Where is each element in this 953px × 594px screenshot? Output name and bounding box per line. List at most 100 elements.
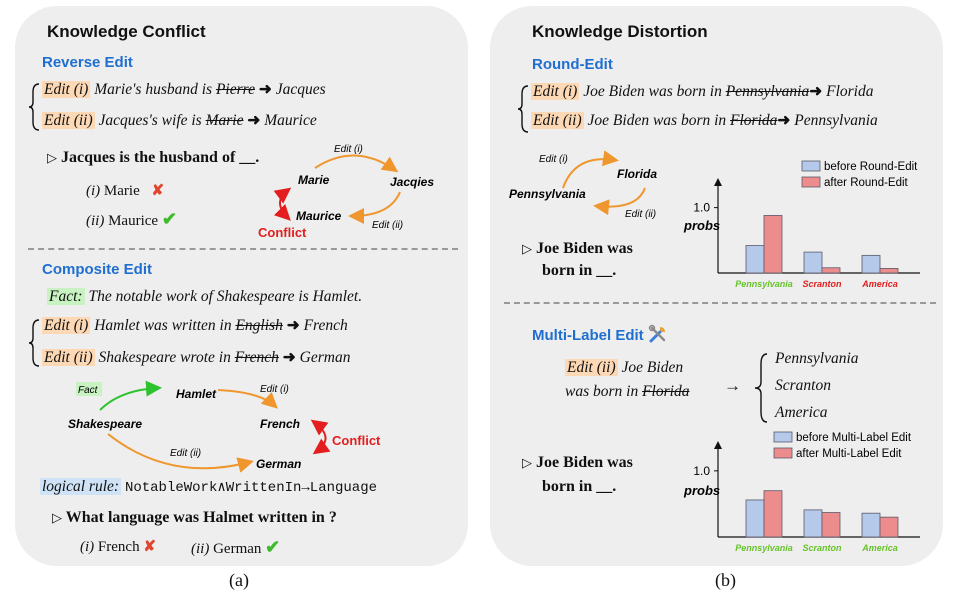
- legend-swatch: [773, 447, 793, 459]
- legend-swatch: [773, 431, 793, 443]
- conflict-label: Conflict: [332, 433, 381, 448]
- caption: (a): [229, 570, 249, 590]
- divider: [504, 302, 936, 304]
- category-label: America: [861, 543, 898, 553]
- old-value: Florida: [642, 383, 690, 400]
- cross-icon: ✘: [151, 183, 165, 199]
- category-label: Scranton: [802, 543, 842, 553]
- y-axis-arrowhead: [714, 178, 722, 186]
- section-heading: Multi-Label Edit: [532, 324, 668, 344]
- check-icon: ✔: [161, 209, 177, 229]
- old-value: English: [235, 317, 283, 334]
- bar: [821, 512, 841, 538]
- node-jacqies: Jacqies: [390, 175, 434, 189]
- category-label: Pennsylvania: [735, 543, 793, 553]
- cross-icon: ✘: [143, 539, 156, 555]
- question: ▷ Joe Biden was born in __.: [522, 454, 633, 495]
- bar: [861, 254, 881, 274]
- question: ▷ Joe Biden was born in __.: [522, 240, 633, 279]
- node-maurice: Maurice: [296, 209, 342, 223]
- bar: [879, 268, 899, 274]
- caption: (b): [715, 570, 736, 590]
- old-value: Florida: [730, 112, 778, 129]
- category-label: Pennsylvania: [735, 279, 793, 289]
- bar: [879, 516, 899, 538]
- edit-tag: Edit (i): [42, 81, 91, 98]
- answer-option: (ii) German ✔: [191, 537, 281, 557]
- node-pennsylvania: Pennsylvania: [509, 187, 586, 201]
- answer-option: (i) French ✘: [80, 539, 156, 555]
- new-value: Florida: [826, 83, 874, 100]
- bar: [803, 251, 823, 274]
- legend-label: before Round-Edit: [824, 161, 918, 173]
- check-icon: ✔: [265, 537, 281, 557]
- category-label: Scranton: [802, 279, 842, 289]
- new-value: French: [303, 317, 348, 334]
- old-value: French: [234, 349, 279, 366]
- y-tick-label: 1.0: [693, 201, 710, 215]
- new-value: Maurice: [264, 112, 317, 129]
- target-label: Scranton: [775, 377, 831, 394]
- conflict-label: Conflict: [258, 225, 307, 240]
- target-label: America: [775, 404, 828, 421]
- fact-tag: [76, 382, 102, 396]
- node-florida: Florida: [617, 167, 657, 181]
- reverse-edit-graph: Edit (i) Marie Jacqies Maurice Edit (ii)…: [258, 144, 434, 240]
- legend-label: after Round-Edit: [824, 177, 909, 189]
- y-axis-label: probs: [683, 218, 720, 233]
- bar: [861, 512, 881, 538]
- panel-title: Knowledge Conflict: [47, 22, 206, 41]
- edit-line: Edit (i) Marie's husband is Pierre ➜ Jac…: [42, 81, 326, 98]
- y-axis-label: probs: [683, 483, 720, 498]
- node-shakespeare: Shakespeare: [68, 417, 142, 431]
- legend-label: after Multi-Label Edit: [796, 448, 902, 460]
- category-label: America: [861, 279, 898, 289]
- composite-edit-graph: Fact Hamlet Edit (i) Shakespeare French …: [68, 380, 381, 473]
- edit-line: Edit (i) Joe Biden was born in Pennsylva…: [531, 83, 874, 100]
- answer-option: (i) Marie ✘: [86, 183, 165, 199]
- arrow: →: [724, 376, 741, 395]
- edit-line: Edit (ii) Joe Biden was born in Florida➜…: [531, 112, 878, 129]
- fact-tag: Fact:: [47, 288, 85, 305]
- edit-line: Edit (ii) Shakespeare wrote in French ➜ …: [42, 349, 351, 366]
- panel-title: Knowledge Distortion: [532, 22, 708, 41]
- edit-line: Edit (i) Hamlet was written in English ➜…: [42, 317, 348, 334]
- bar: [763, 490, 783, 538]
- bar: [821, 267, 841, 274]
- old-value: Marie: [205, 112, 244, 129]
- rule-tag: logical rule:: [40, 478, 122, 495]
- bar: [803, 509, 823, 538]
- edit-label: Edit (i): [260, 384, 289, 395]
- bar: [763, 215, 783, 274]
- edit-label: Edit (ii): [372, 220, 403, 231]
- rule-text: NotableWork∧WrittenIn→Language: [124, 480, 378, 496]
- y-axis-arrowhead: [714, 441, 722, 449]
- multi-edit-text: Edit (ii) Joe Biden was born in Florida: [565, 359, 690, 400]
- legend-swatch: [801, 160, 821, 172]
- bar: [745, 245, 765, 274]
- brace: [28, 319, 40, 367]
- edit-tag: Edit (ii): [42, 349, 95, 366]
- target-label: Pennsylvania: [775, 350, 859, 367]
- edit-label: Edit (ii): [170, 448, 201, 459]
- node-german: German: [256, 457, 301, 471]
- edit-label: Edit (ii): [625, 209, 656, 220]
- edit-tag: Edit (ii): [531, 112, 584, 129]
- tools-icon: [648, 324, 666, 343]
- brace: [754, 353, 768, 423]
- legend-label: before Multi-Label Edit: [796, 432, 912, 444]
- section-heading: Round-Edit: [532, 56, 613, 73]
- edit-line: Edit (ii) Jacques's wife is Marie ➜ Maur…: [42, 112, 317, 129]
- brace: [28, 83, 40, 131]
- brace: [517, 85, 529, 133]
- legend-swatch: [801, 176, 821, 188]
- round-edit-graph: Edit (i) Florida Pennsylvania Edit (ii): [509, 150, 657, 220]
- fact-line: Fact: The notable work of Shakespeare is…: [47, 288, 363, 305]
- new-value: Pennsylvania: [794, 112, 878, 129]
- edit-label: Edit (i): [334, 144, 363, 155]
- old-value: Pierre: [215, 81, 255, 98]
- edit-tag: Edit (i): [531, 83, 580, 100]
- new-value: German: [299, 349, 351, 366]
